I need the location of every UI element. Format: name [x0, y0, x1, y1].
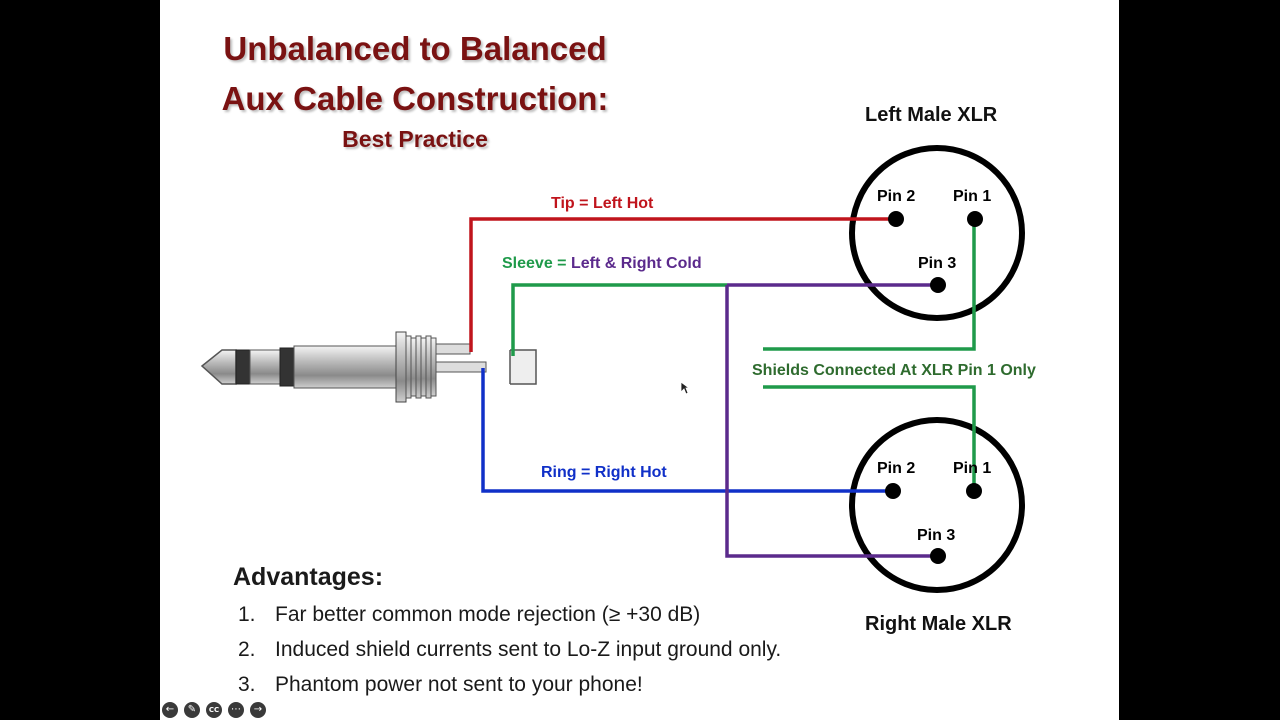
sleeve-label-part1: Sleeve = — [502, 255, 571, 272]
right-pin2-dot — [885, 483, 901, 499]
slide-title-line2: Aux Cable Construction: — [221, 80, 609, 117]
mouse-cursor-icon — [680, 381, 690, 395]
trs-plug-graphic — [200, 331, 537, 403]
slide-title-line1: Unbalanced to Balanced — [223, 30, 607, 67]
advantage-item: 1. Far better common mode rejection (≥ +3… — [238, 600, 781, 635]
advantage-item: 3. Phantom power not sent to your phone! — [238, 670, 781, 705]
plug-insulator-2 — [279, 347, 295, 387]
right-pin1-dot — [966, 483, 982, 499]
plug-ring-solder-tab — [435, 361, 487, 373]
left-pin2-label: Pin 2 — [877, 188, 916, 205]
right-pin1-label: Pin 1 — [953, 460, 992, 477]
forward-icon[interactable]: → — [250, 702, 266, 718]
right-pin3-dot — [930, 548, 946, 564]
plug-tip-shape — [200, 349, 237, 385]
left-pin1-label: Pin 1 — [953, 188, 992, 205]
advantage-text: Far better common mode rejection (≥ +30 … — [275, 603, 701, 626]
left-xlr-circle — [849, 145, 1025, 321]
slideshow-controls: ← ✎ CC ⋯ → — [162, 700, 266, 720]
advantage-text: Phantom power not sent to your phone! — [275, 673, 643, 696]
ring-wire-label: Ring = Right Hot — [541, 464, 667, 481]
slide-subtitle: Best Practice — [342, 126, 488, 152]
tip-wire — [469, 217, 896, 352]
more-icon[interactable]: ⋯ — [228, 702, 244, 718]
plug-sleeve-shape — [293, 345, 397, 389]
right-pin3-label: Pin 3 — [917, 527, 956, 544]
plug-sleeve-solder-tab — [510, 349, 537, 385]
back-icon[interactable]: ← — [162, 702, 178, 718]
plug-ring-shape — [249, 349, 281, 385]
left-pin1-dot — [967, 211, 983, 227]
right-xlr-circle — [849, 417, 1025, 593]
cc-icon[interactable]: CC — [206, 702, 222, 718]
sleeve-label-part2: Left & Right Cold — [570, 255, 702, 272]
wiring-diagram — [200, 145, 1025, 593]
slide: Unbalanced to Balanced Aux Cable Constru… — [160, 0, 1119, 720]
right-cold-wire — [725, 285, 938, 558]
plug-insulator-1 — [235, 349, 251, 385]
plug-tip-solder-tab — [435, 343, 471, 355]
left-xlr-title: Left Male XLR — [865, 104, 998, 126]
sleeve-wire-label: Sleeve = Left & Right Cold — [502, 255, 702, 273]
right-shield-wire — [763, 385, 976, 491]
advantage-number: 2. — [238, 638, 256, 661]
advantages-heading: Advantages: — [233, 563, 384, 591]
right-pin2-label: Pin 2 — [877, 460, 916, 477]
left-pin2-dot — [888, 211, 904, 227]
ring-wire — [481, 368, 893, 493]
plug-flange-shape — [395, 331, 407, 403]
left-pin3-dot — [930, 277, 946, 293]
right-xlr-title: Right Male XLR — [865, 613, 1012, 635]
advantage-number: 1. — [238, 603, 256, 626]
tip-wire-label: Tip = Left Hot — [551, 195, 654, 212]
plug-threads — [405, 335, 437, 399]
advantage-text: Induced shield currents sent to Lo-Z inp… — [275, 638, 782, 661]
advantage-number: 3. — [238, 673, 256, 696]
sleeve-wire — [511, 283, 727, 356]
left-shield-wire — [763, 219, 976, 351]
pen-icon[interactable]: ✎ — [184, 702, 200, 718]
advantages-list: 1. Far better common mode rejection (≥ +3… — [238, 600, 781, 705]
left-pin3-label: Pin 3 — [918, 255, 957, 272]
advantage-item: 2. Induced shield currents sent to Lo-Z i… — [238, 635, 781, 670]
shield-wire-label: Shields Connected At XLR Pin 1 Only — [752, 362, 1036, 379]
